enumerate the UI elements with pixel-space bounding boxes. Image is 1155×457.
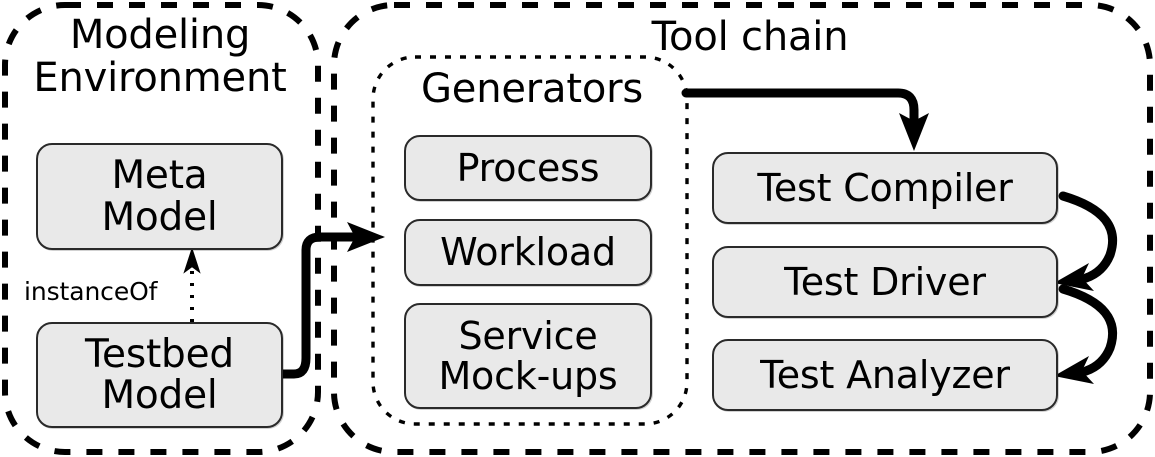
node-meta-model[interactable]: Meta Model <box>36 143 283 250</box>
modeling-environment-title: Modeling Environment <box>33 12 287 102</box>
edge-testbed-to-generators <box>278 222 385 379</box>
node-test-analyzer[interactable]: Test Analyzer <box>712 339 1058 411</box>
generators-title: Generators <box>421 66 643 112</box>
edge-test-driver-to-test-analyzer <box>1054 284 1118 384</box>
node-testbed-model[interactable]: Testbed Model <box>36 322 283 428</box>
modeling-environment-container <box>2 2 321 455</box>
node-test-compiler[interactable]: Test Compiler <box>712 152 1058 224</box>
node-process[interactable]: Process <box>404 135 652 201</box>
edge-instance-of <box>183 247 201 322</box>
edge-label-instance-of: instanceOf <box>24 277 158 306</box>
node-test-driver[interactable]: Test Driver <box>712 246 1058 318</box>
edge-generators-to-test-compiler <box>681 88 929 151</box>
node-workload[interactable]: Workload <box>404 219 652 286</box>
tool-chain-title: Tool chain <box>651 14 849 60</box>
edge-test-compiler-to-test-driver <box>1054 191 1118 291</box>
node-service-mockups[interactable]: Service Mock-ups <box>404 303 652 409</box>
